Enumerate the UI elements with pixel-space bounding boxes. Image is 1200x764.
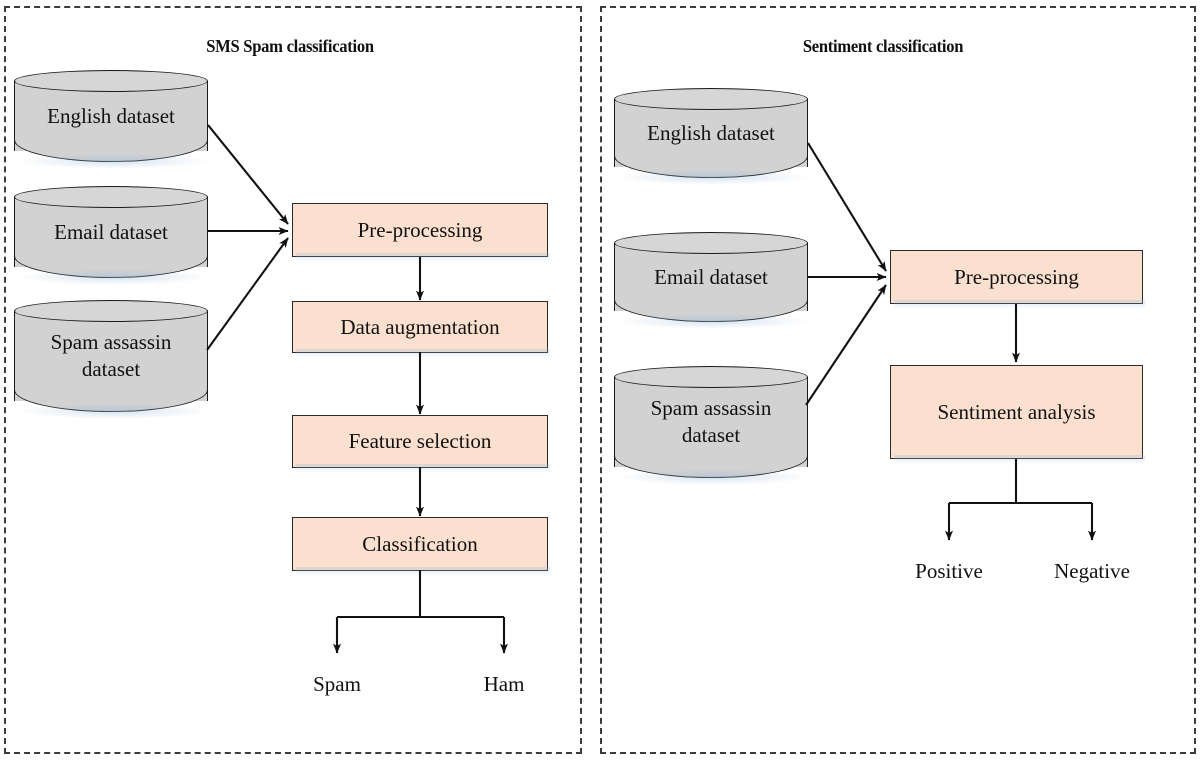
process-label: Data augmentation <box>340 314 500 339</box>
panel-sentiment-classification <box>600 6 1196 754</box>
datastore-label: English dataset <box>47 103 175 128</box>
cylinder-body <box>14 311 208 401</box>
panel-title-sentiment: Sentiment classification <box>802 36 964 56</box>
datastore-label: Email dataset <box>654 264 768 289</box>
process-label: Sentiment analysis <box>937 399 1096 424</box>
process-label: Pre-processing <box>357 217 483 242</box>
process-sentiment-analysis-right[interactable]: Sentiment analysis <box>890 365 1145 464</box>
output-label-ham: Ham <box>483 672 525 696</box>
process-pre-processing-right[interactable]: Pre-processing <box>890 250 1145 309</box>
cylinder-body <box>614 377 808 467</box>
cylinder-top <box>14 70 208 92</box>
output-label-negative: Negative <box>1054 559 1130 583</box>
process-label: Classification <box>362 531 478 556</box>
cylinder-top <box>614 88 808 110</box>
process-data-augmentation-left[interactable]: Data augmentation <box>292 301 550 358</box>
datastore-label: Email dataset <box>54 219 168 244</box>
panel-sms-spam-classification <box>4 6 582 754</box>
datastore-spam-assassin-dataset-left: Spam assassin dataset <box>14 300 211 419</box>
process-label: Feature selection <box>348 429 492 453</box>
datastore-email-dataset-left: Email dataset <box>14 186 211 285</box>
panel-title-sms-spam: SMS Spam classification <box>206 36 374 56</box>
process-pre-processing-left[interactable]: Pre-processing <box>292 203 550 262</box>
output-label-spam: Spam <box>313 672 361 696</box>
datastore-spam-assassin-dataset-right: Spam assassin dataset <box>614 366 811 485</box>
process-label: Pre-processing <box>954 264 1079 289</box>
datastore-english-dataset-left: English dataset <box>14 70 211 169</box>
datastore-label: Spam assassin dataset <box>650 396 772 447</box>
process-feature-selection-left[interactable]: Feature selection <box>292 415 550 473</box>
output-label-positive: Positive <box>915 559 983 583</box>
process-classification-left[interactable]: Classification <box>292 517 550 576</box>
datastore-email-dataset-right: Email dataset <box>614 232 811 329</box>
datastore-label: Spam assassin dataset <box>50 330 172 381</box>
datastore-label: English dataset <box>647 120 775 145</box>
datastore-english-dataset-right: English dataset <box>614 88 811 185</box>
